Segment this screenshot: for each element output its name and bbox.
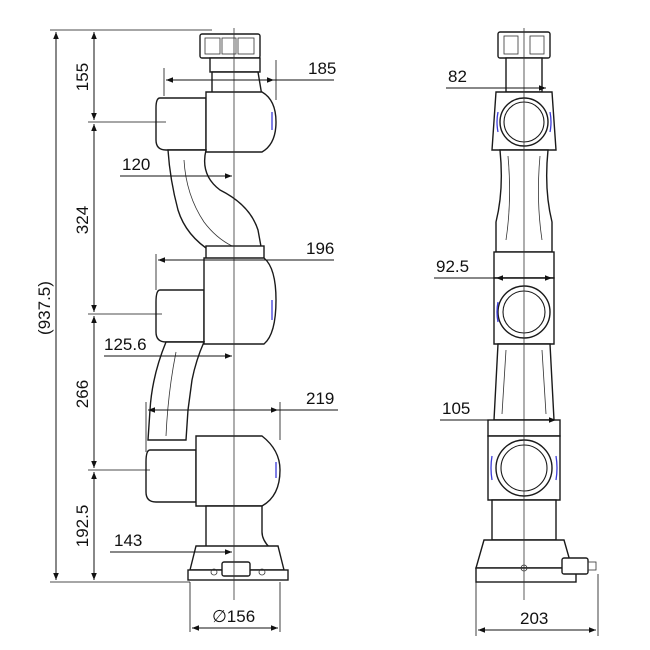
dim-width-143: 143 — [114, 531, 142, 550]
right-view-dimensions: 82 92.5 105 203 — [434, 67, 599, 636]
right-view-robot-body — [475, 31, 597, 583]
dim-width-185: 185 — [308, 59, 336, 78]
dim-width-125-6: 125.6 — [104, 335, 147, 354]
dim-width-196: 196 — [306, 239, 334, 258]
dim-height-266: 266 — [73, 380, 92, 408]
dim-height-192-5: 192.5 — [73, 505, 92, 548]
dim-width-219: 219 — [306, 389, 334, 408]
dim-width-105: 105 — [442, 399, 470, 418]
dim-height-324: 324 — [73, 206, 92, 234]
left-view-dimensions: (937.5) 155 324 266 192.5 185 120 196 12… — [35, 29, 338, 632]
dim-height-155: 155 — [73, 63, 92, 91]
dim-width-82: 82 — [448, 67, 467, 86]
dim-base-width-203: 203 — [520, 609, 548, 628]
dim-base-diameter-156: ∅156 — [212, 607, 255, 626]
left-view-robot-body — [145, 33, 289, 581]
dim-width-92-5: 92.5 — [436, 257, 469, 276]
dim-overall-height: (937.5) — [35, 281, 54, 335]
dim-width-120: 120 — [122, 155, 150, 174]
